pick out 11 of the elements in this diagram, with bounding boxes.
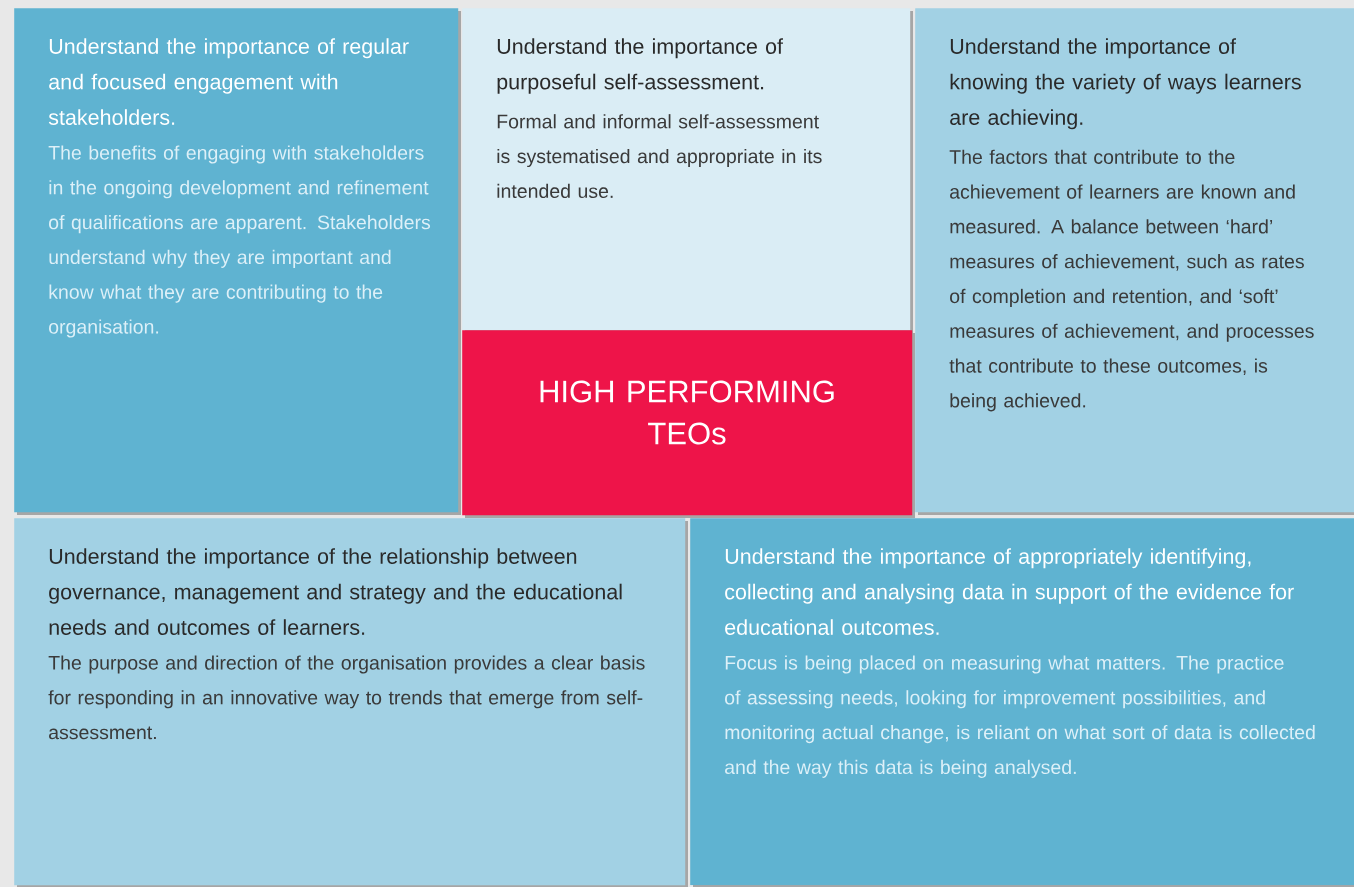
panel-heading: Understand the importance of appropriately identifying, collecting and analysing data in support of the evidence for educational outcomes.	[725, 548, 1294, 635]
panel-description: The benefits of engaging with stakeholders in the ongoing development and refinement of qualifications are apparent. Stakeholders understand why they are important and know what they are contributing to the organisation.	[48, 145, 431, 338]
panel-description: Focus is being placed on measuring what matters. The practice of assessing needs, looking for improvement possibilities, and monitoring actual change, is reliant on what sort of data is collected and the way this data is being analysed.	[725, 655, 1315, 778]
panel-title: HIGH PERFORMING TEOs	[540, 380, 834, 445]
panel-description: The purpose and direction of the organisation provides a clear basis for responding in an innovative way to trends that emerge from self-assessment.	[48, 655, 645, 740]
panel-heading: Understand the importance of regular and focused engagement with stakeholders.	[48, 38, 409, 125]
panel-heading: Understand the importance of purposeful self-assessment.	[497, 38, 783, 94]
panel-heading: Understand the importance of knowing the variety of ways learners are achieving.	[950, 38, 1301, 130]
panel-description: The factors that contribute to the achievement of learners are known and measured. A balance between ‘hard’ measures of achievement, such as rates of completion and retention, and ‘soft’ measures of achievement, and processes that contribute to these outcomes, is being achieved.	[949, 149, 1314, 412]
panel-heading: Understand the importance of the relationship between governance, management and strategy and the educational needs and outcomes of learners.	[49, 548, 622, 635]
panel-description: Formal and informal self-assessment is systematised and appropriate in its intended use.	[497, 114, 822, 199]
